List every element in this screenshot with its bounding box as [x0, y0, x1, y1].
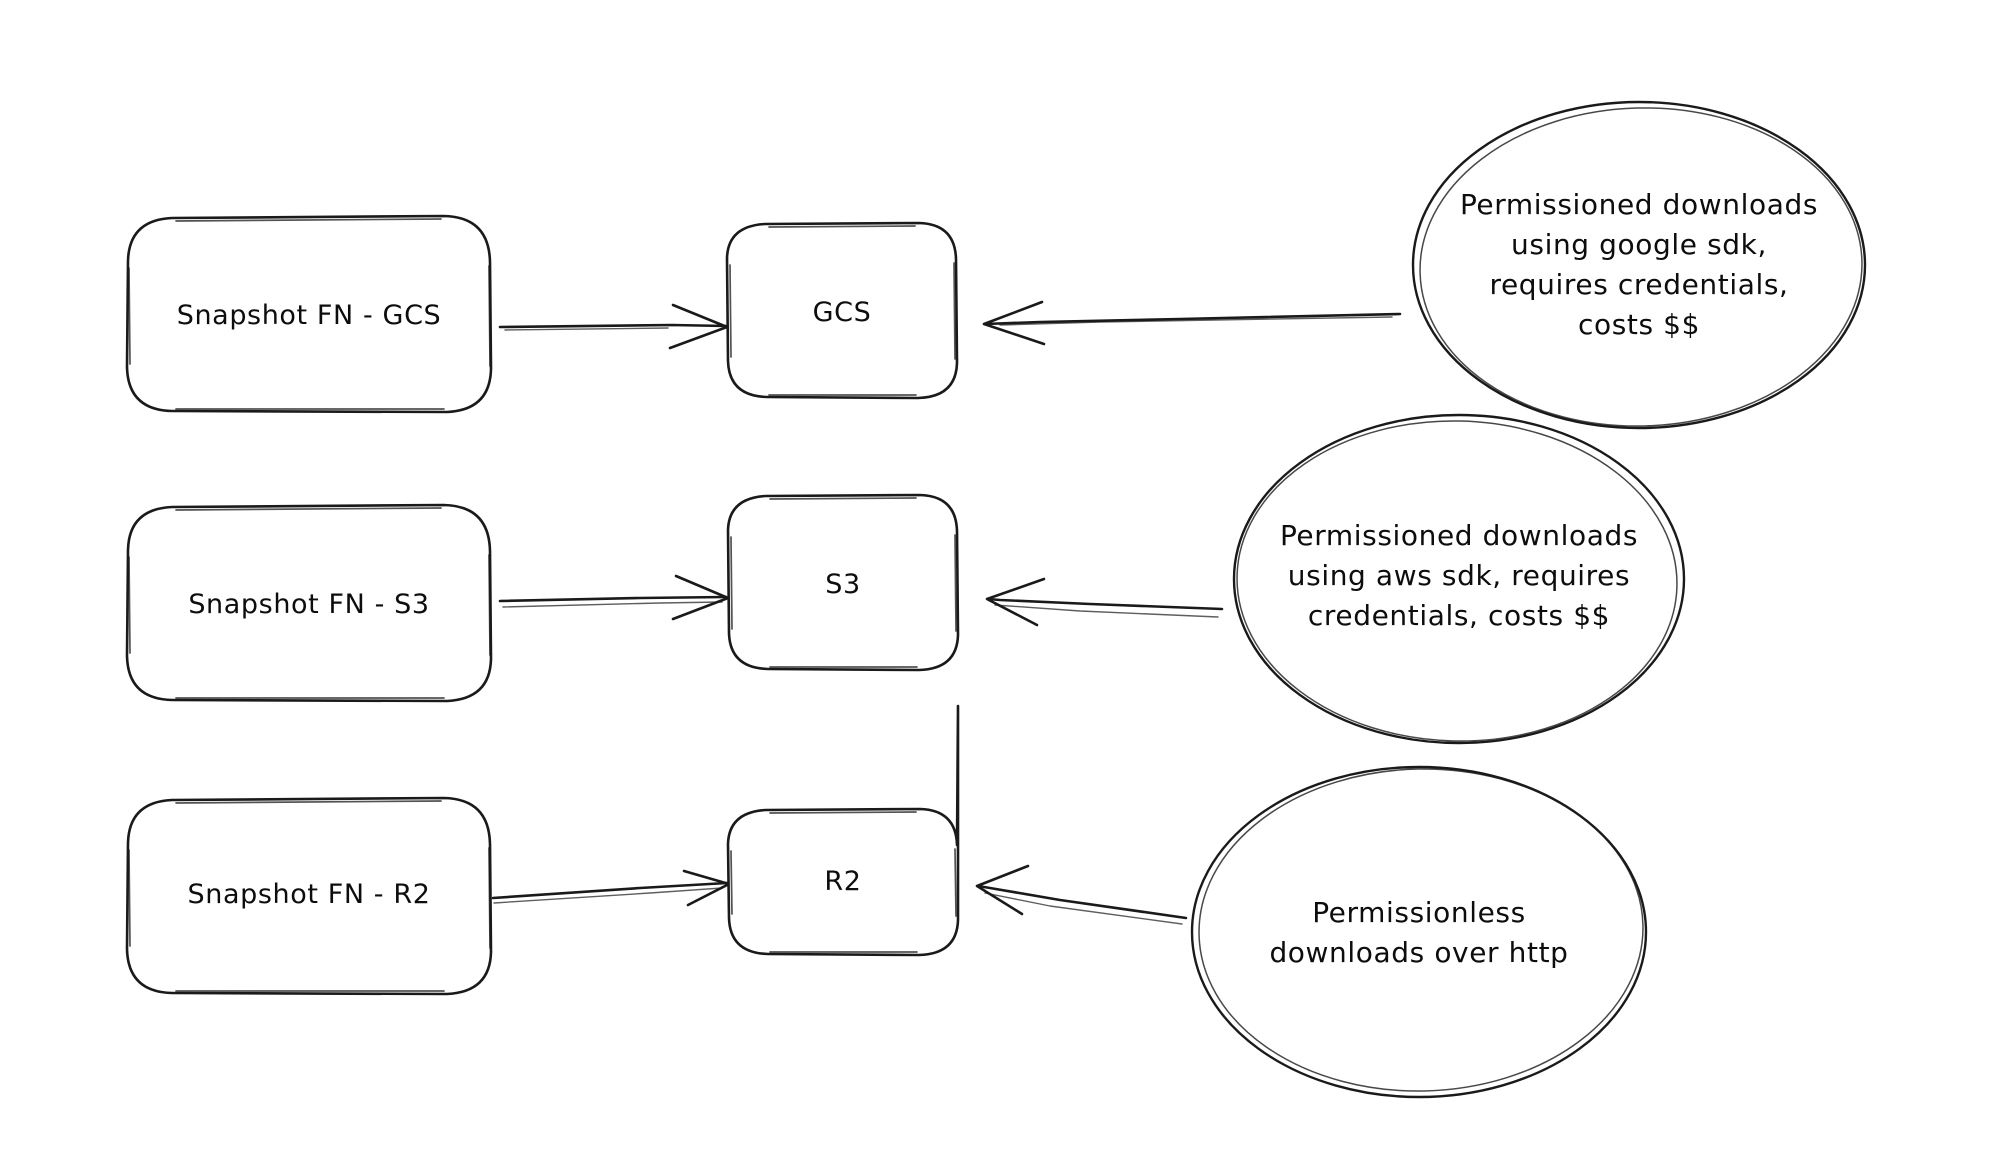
- note-line-gcs-3: requires credentials,: [1489, 268, 1788, 301]
- note-line-s3-1: Permissioned downloads: [1280, 519, 1638, 552]
- edge-s3-read[interactable]: [985, 577, 1224, 627]
- node-snapshot-fn-s3[interactable]: Snapshot FN - S3: [125, 503, 493, 703]
- node-label-r2: R2: [824, 866, 861, 897]
- edge-r2-read[interactable]: [975, 864, 1188, 925]
- note-line-s3-3: credentials, costs $$: [1308, 599, 1610, 632]
- note-line-r2-2: downloads over http: [1269, 936, 1568, 969]
- note-line-gcs-2: using google sdk,: [1511, 228, 1767, 261]
- note-gcs[interactable]: Permissioned downloads using google sdk,…: [1411, 100, 1867, 432]
- node-snapshot-fn-r2[interactable]: Snapshot FN - R2: [125, 796, 493, 996]
- row-s3: Snapshot FN - S3 S3: [125, 413, 1686, 746]
- node-gcs[interactable]: GCS: [725, 221, 959, 400]
- node-r2[interactable]: R2: [726, 704, 960, 957]
- node-label-snapshot-fn-gcs: Snapshot FN - GCS: [177, 300, 442, 331]
- node-snapshot-fn-gcs[interactable]: Snapshot FN - GCS: [125, 214, 493, 414]
- node-label-gcs: GCS: [813, 297, 872, 328]
- node-label-snapshot-fn-r2: Snapshot FN - R2: [188, 879, 431, 910]
- note-r2[interactable]: Permissionless downloads over http: [1190, 764, 1648, 1099]
- note-line-gcs-4: costs $$: [1578, 308, 1700, 341]
- node-label-s3: S3: [825, 569, 861, 600]
- row-gcs: Snapshot FN - GCS GCS: [125, 100, 1867, 432]
- node-s3[interactable]: S3: [726, 493, 960, 672]
- edge-gcs-read[interactable]: [982, 300, 1402, 346]
- edge-r2-write[interactable]: [491, 869, 731, 907]
- note-line-gcs-1: Permissioned downloads: [1460, 188, 1818, 221]
- note-line-s3-2: using aws sdk, requires: [1288, 559, 1630, 592]
- row-r2: Snapshot FN - R2 R2: [125, 704, 1648, 1099]
- edge-gcs-write[interactable]: [498, 303, 729, 350]
- note-line-r2-1: Permissionless: [1312, 896, 1526, 929]
- node-label-snapshot-fn-s3: Snapshot FN - S3: [188, 589, 429, 620]
- note-s3[interactable]: Permissioned downloads using aws sdk, re…: [1232, 413, 1686, 746]
- edge-s3-write[interactable]: [498, 574, 730, 621]
